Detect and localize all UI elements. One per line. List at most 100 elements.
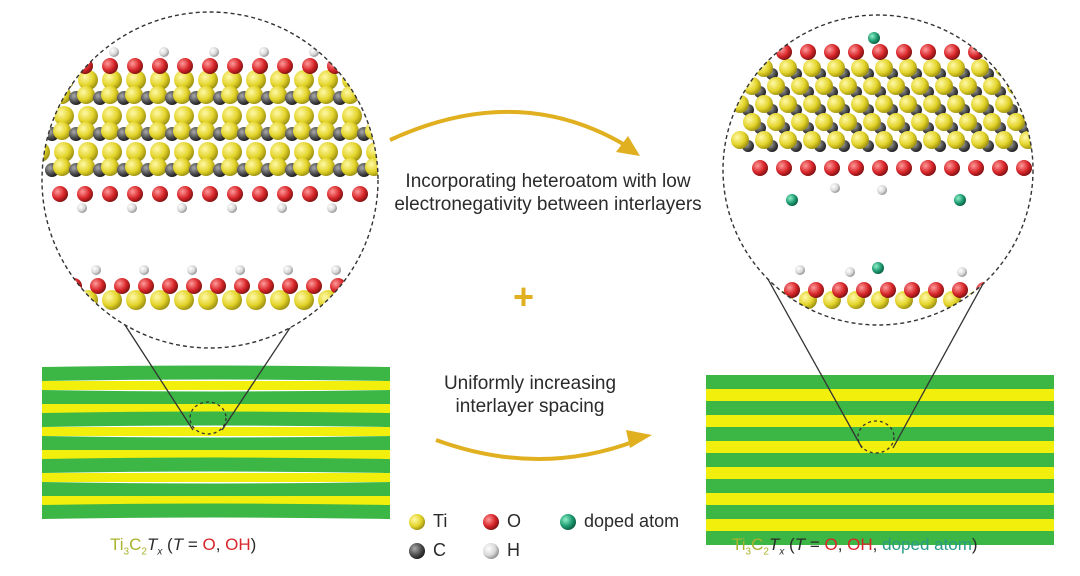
ti-atom — [318, 142, 338, 162]
ti-atom — [294, 70, 314, 90]
ti-atom — [101, 158, 119, 176]
o-atom — [920, 44, 936, 60]
ti-atom — [78, 70, 98, 90]
o-atom — [872, 44, 888, 60]
ti-atom — [971, 95, 989, 113]
o-atom — [896, 160, 912, 176]
ti-atom — [318, 106, 338, 126]
o-atom — [1016, 160, 1032, 176]
left-caption-close: ) — [250, 535, 257, 554]
ti-atom — [959, 113, 977, 131]
ti-atom — [317, 158, 335, 176]
o-atom — [968, 160, 984, 176]
ti-atom — [803, 131, 821, 149]
ti-atom — [126, 142, 146, 162]
ti-atom — [126, 106, 146, 126]
h-atom — [830, 183, 840, 193]
left-yellow-band — [42, 381, 390, 390]
right-caption: Ti3C2Tx (T = O, OH, doped atom) — [732, 535, 978, 557]
ti-atom — [971, 59, 989, 77]
left-yellow-band — [42, 404, 390, 413]
o-atom — [114, 278, 130, 294]
right-green-band — [706, 531, 1054, 545]
ti-atom — [150, 106, 170, 126]
right-caption-t-eq: T — [794, 535, 806, 554]
ti-atom — [245, 158, 263, 176]
ti-atom — [779, 59, 797, 77]
right-caption-close: ) — [971, 535, 978, 554]
ti-atom — [197, 86, 215, 104]
h-atom — [159, 47, 169, 57]
right-yellow-band — [706, 467, 1054, 479]
ti-atom — [863, 77, 881, 95]
doped-atom — [868, 32, 880, 44]
ti-atom — [245, 122, 263, 140]
ti-atom — [342, 142, 362, 162]
o-atom — [944, 160, 960, 176]
right-caption-ti-sub: 3 — [745, 546, 752, 558]
ti-atom — [342, 106, 362, 126]
left-caption-o: O — [202, 535, 216, 554]
ti-atom — [863, 113, 881, 131]
ti-atom — [341, 122, 359, 140]
ti-atom — [923, 131, 941, 149]
ti-atom — [731, 131, 749, 149]
right-green-band — [706, 401, 1054, 415]
ti-atom — [221, 158, 239, 176]
ti-atom — [222, 70, 242, 90]
o-atom — [77, 186, 93, 202]
o-atom — [127, 58, 143, 74]
ti-atom — [923, 95, 941, 113]
ti-atom — [102, 142, 122, 162]
o-atom — [752, 160, 768, 176]
ti-atom — [875, 95, 893, 113]
h-atom — [877, 185, 887, 195]
ti-atom — [995, 95, 1013, 113]
legend-doped-label: doped atom — [584, 511, 680, 531]
ti-atom — [54, 106, 74, 126]
doped-atom — [954, 194, 966, 206]
ti-atom — [198, 142, 218, 162]
o-atom — [776, 160, 792, 176]
ti-atom — [791, 113, 809, 131]
right-green-band — [706, 427, 1054, 441]
right-caption-open: ( — [784, 535, 795, 554]
h-atom — [957, 267, 967, 277]
doped-atom — [872, 262, 884, 274]
o-atom — [202, 58, 218, 74]
ti-atom — [935, 113, 953, 131]
ti-atom — [827, 59, 845, 77]
ti-atom — [198, 106, 218, 126]
ti-atom — [294, 290, 314, 310]
ti-atom — [851, 95, 869, 113]
ti-atom — [911, 113, 929, 131]
bottom-arrow-text: Uniformly increasing interlayer spacing — [415, 372, 645, 418]
legend-o-label: O — [507, 511, 522, 531]
o-atom — [152, 58, 168, 74]
ti-atom — [293, 122, 311, 140]
o-atom — [824, 44, 840, 60]
ti-atom — [126, 70, 146, 90]
ti-atom — [269, 86, 287, 104]
ti-atom — [54, 142, 74, 162]
o-atom — [127, 186, 143, 202]
ti-atom — [246, 106, 266, 126]
right-yellow-band — [706, 389, 1054, 401]
right-green-band — [706, 375, 1054, 389]
ti-atom — [815, 113, 833, 131]
legend-c-symbol — [409, 543, 425, 559]
ti-atom — [947, 59, 965, 77]
left-green-band — [42, 503, 390, 519]
doped-atom — [786, 194, 798, 206]
o-atom — [920, 160, 936, 176]
ti-atom — [875, 131, 893, 149]
left-green-band — [42, 457, 390, 473]
left-caption-t: T — [146, 535, 158, 554]
ti-atom — [767, 77, 785, 95]
bottom-arrow — [435, 430, 652, 461]
ti-atom — [78, 142, 98, 162]
left-caption-x: x — [157, 546, 163, 558]
o-atom — [302, 58, 318, 74]
ti-atom — [246, 142, 266, 162]
